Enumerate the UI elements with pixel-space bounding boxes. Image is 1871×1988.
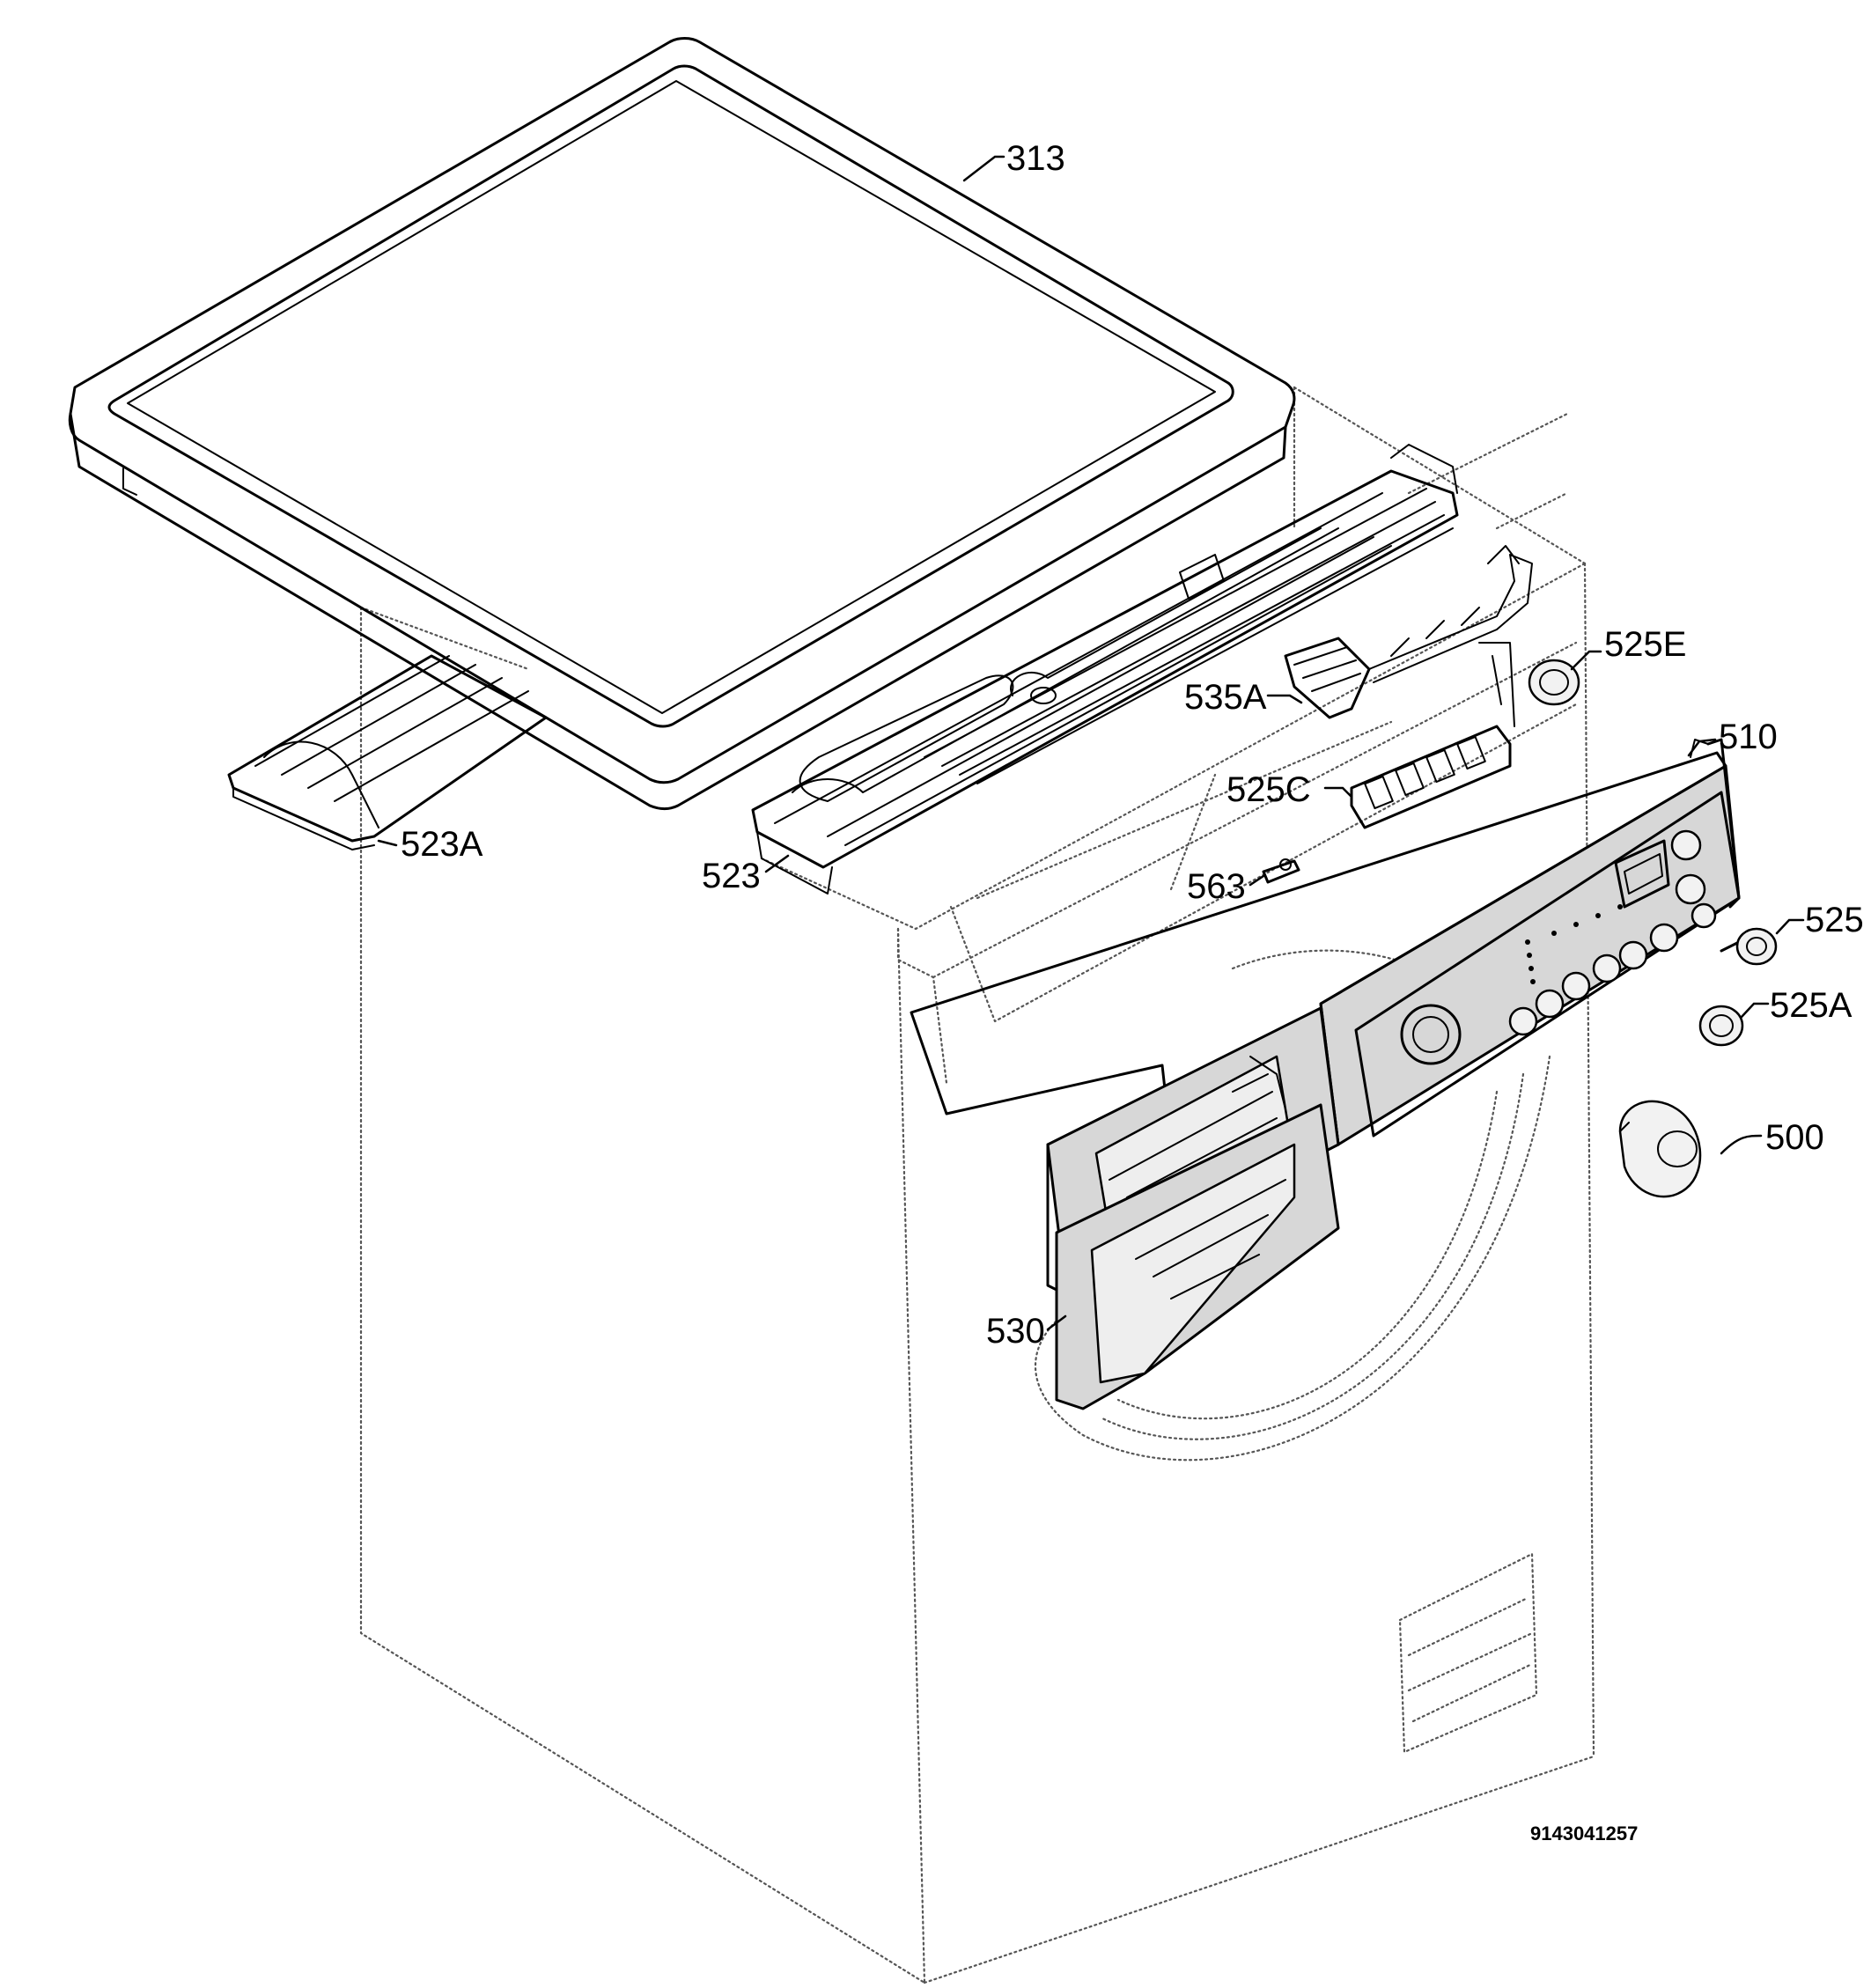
callout-510: 510 (1719, 718, 1778, 756)
bracket-523A (227, 654, 548, 850)
leader-lines (377, 155, 1805, 1331)
connector-525C (1350, 642, 1515, 829)
detergent-drawer-530 (1046, 1006, 1340, 1410)
callout-525E: 525E (1604, 625, 1686, 664)
knob-525 (1720, 927, 1778, 966)
connector-535A (1284, 545, 1533, 719)
callout-535A: 535A (1184, 678, 1267, 717)
top-lid-313 (68, 37, 1296, 811)
callout-563: 563 (1187, 867, 1246, 906)
callout-525: 525 (1805, 901, 1864, 939)
document-number: 9143041257 (1530, 1822, 1638, 1844)
callout-530: 530 (986, 1312, 1045, 1351)
callout-523: 523 (702, 857, 761, 895)
cabinet-outline (359, 386, 1595, 1984)
clip-563 (1262, 858, 1300, 884)
callout-523A: 523A (401, 825, 483, 864)
knob-525A (1698, 1005, 1744, 1047)
callout-labels: 313 525E 535A 510 525C 523A 523 563 525 … (401, 139, 1864, 1351)
heater-bracket-523 (751, 444, 1459, 895)
callout-500: 500 (1765, 1118, 1824, 1157)
knob-525E (1528, 659, 1580, 706)
callout-525A: 525A (1770, 986, 1853, 1025)
callout-313: 313 (1006, 139, 1065, 178)
program-knob-500 (1618, 1100, 1702, 1198)
callout-525C: 525C (1226, 770, 1311, 809)
